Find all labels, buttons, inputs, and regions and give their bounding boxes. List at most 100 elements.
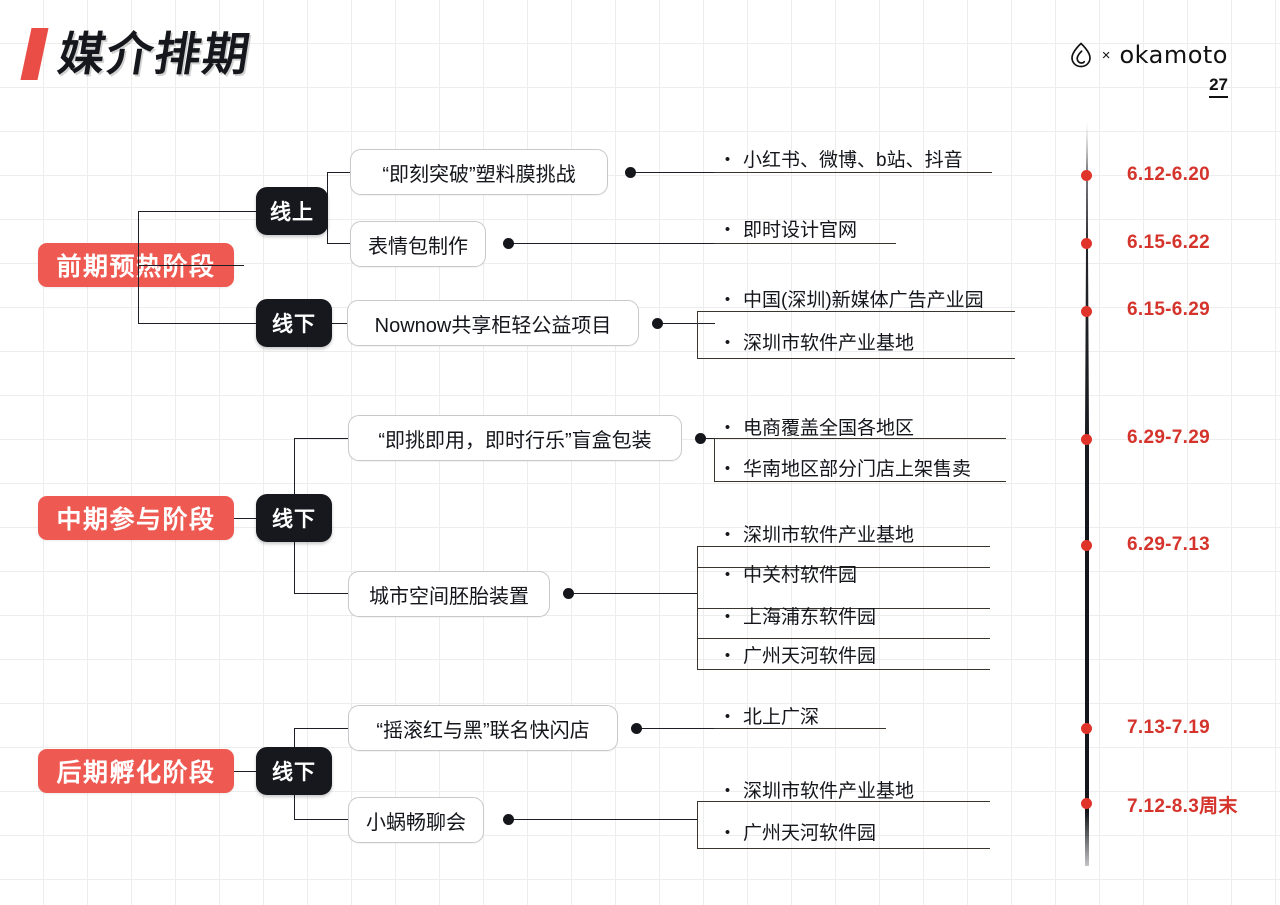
channel-badge-online-1[interactable]: 线上 (256, 187, 328, 235)
timeline-axis (1085, 122, 1089, 866)
detail-bracket-spine-3-2 (697, 801, 698, 849)
detail-dot-3-2 (503, 814, 514, 825)
bullet-glyph: ・ (718, 823, 738, 844)
stage-pill-2[interactable]: 中期参与阶段 (38, 496, 234, 540)
page-number: 27 (1209, 75, 1228, 98)
detail-text-2-2-3: ・上海浦东软件园 (718, 607, 877, 628)
detail-text-2-2-4: ・广州天河软件园 (718, 646, 877, 667)
detail-text-3-2-2: ・广州天河软件园 (718, 823, 877, 844)
item-box-2-2[interactable]: 城市空间胚胎装置 (348, 571, 550, 617)
connector-stage1-trunk (234, 265, 244, 266)
brand-name: okamoto (1119, 41, 1228, 69)
detail-text-3-2-1: ・深圳市软件产业基地 (718, 781, 915, 802)
bullet-glyph: ・ (718, 150, 738, 171)
timeline-date-2: 6.15-6.22 (1127, 232, 1210, 253)
connector-stage2-trunk (234, 518, 256, 519)
timeline-date-1: 6.12-6.20 (1127, 164, 1210, 185)
detail-dot-1-3 (652, 318, 663, 329)
page-title: 媒介排期 (54, 28, 256, 80)
brand-separator: × (1101, 46, 1111, 64)
detail-bracket-row-1-3-b (697, 358, 1015, 359)
detail-bracket-row-2-2-c (697, 608, 990, 609)
stage-pill-3[interactable]: 后期孵化阶段 (38, 749, 234, 793)
timeline-date-4: 6.29-7.29 (1127, 427, 1210, 448)
bullet-glyph: ・ (718, 781, 738, 802)
brand-lockup: × okamoto (1069, 41, 1228, 69)
detail-leader-3-2 (513, 819, 698, 820)
detail-bracket-1-2 (714, 243, 896, 244)
item-box-1-2[interactable]: 表情包制作 (350, 221, 486, 267)
item-box-1-3[interactable]: Nownow共享柜轻公益项目 (347, 300, 639, 346)
detail-leader-1-1 (635, 172, 715, 173)
detail-bracket-spine-2-1 (714, 438, 715, 481)
connector-offline3-item1 (294, 728, 352, 729)
timeline-dot-1 (1081, 170, 1092, 181)
connector-online1-item2 (327, 243, 353, 244)
title-accent-bar (20, 28, 49, 80)
connector-stage1-to-online (138, 211, 256, 212)
item-box-2-1[interactable]: “即挑即用，即时行乐”盲盒包装 (348, 415, 682, 461)
connector-offline3-item2 (294, 819, 352, 820)
detail-bracket-row-3-2-a (697, 801, 990, 802)
detail-text-1-1-1: ・小红书、微博、b站、抖音 (718, 150, 963, 171)
bullet-glyph: ・ (718, 707, 738, 728)
detail-text-2-1-1: ・电商覆盖全国各地区 (718, 418, 915, 439)
detail-text-2-2-1: ・深圳市软件产业基地 (718, 525, 915, 546)
detail-leader-1-3 (662, 323, 715, 324)
connector-stage1-stem (138, 265, 238, 266)
channel-badge-offline-2[interactable]: 线下 (256, 494, 332, 542)
bullet-glyph: ・ (718, 333, 738, 354)
item-box-1-1[interactable]: “即刻突破”塑料膜挑战 (350, 149, 608, 195)
bullet-glyph: ・ (718, 220, 738, 241)
detail-text-3-1-1: ・北上广深 (718, 707, 820, 728)
bullet-glyph: ・ (718, 459, 738, 480)
detail-text-2-2-2: ・中关村软件园 (718, 565, 858, 586)
detail-bracket-spine-1-3 (697, 311, 698, 359)
detail-dot-2-1 (695, 433, 706, 444)
flame-drop-icon (1069, 42, 1093, 68)
detail-bracket-row-2-2-a (697, 546, 990, 547)
timeline-dot-3 (1081, 306, 1092, 317)
bullet-glyph: ・ (718, 290, 738, 311)
connector-online1-item1 (327, 172, 353, 173)
page-title-group: 媒介排期 (20, 28, 256, 80)
detail-leader-1-2 (513, 243, 715, 244)
detail-text-1-3-1: ・中国(深圳)新媒体广告产业园 (718, 290, 984, 311)
channel-badge-offline-1[interactable]: 线下 (256, 299, 332, 347)
detail-dot-1-2 (503, 238, 514, 249)
detail-bracket-row-1-3-a (697, 311, 1015, 312)
channel-badge-offline-3[interactable]: 线下 (256, 747, 332, 795)
timeline-dot-2 (1081, 238, 1092, 249)
detail-dot-1-1 (625, 167, 636, 178)
bullet-glyph: ・ (718, 418, 738, 439)
bullet-glyph: ・ (718, 607, 738, 628)
timeline-dot-4 (1081, 434, 1092, 445)
connector-stage1-to-offline (138, 323, 256, 324)
connector-stage3-trunk (234, 771, 256, 772)
item-box-3-2[interactable]: 小蜗畅聊会 (348, 797, 484, 843)
detail-bracket-spine-2-2 (697, 546, 698, 669)
timeline-dot-5 (1081, 540, 1092, 551)
connector-stage1-spine (138, 211, 139, 324)
detail-leader-2-1 (705, 438, 717, 439)
bullet-glyph: ・ (718, 525, 738, 546)
detail-bracket-row-2-1-a (714, 438, 1006, 439)
detail-leader-3-1 (641, 728, 715, 729)
bullet-glyph: ・ (718, 646, 738, 667)
detail-text-2-1-2: ・华南地区部分门店上架售卖 (718, 459, 972, 480)
detail-dot-2-2 (563, 588, 574, 599)
detail-leader-2-2 (573, 593, 698, 594)
timeline-date-5: 6.29-7.13 (1127, 534, 1210, 555)
detail-bracket-row-3-2-b (697, 848, 990, 849)
connector-offline1-item1 (330, 323, 352, 324)
detail-text-1-2-1: ・即时设计官网 (718, 220, 858, 241)
detail-bracket-row-2-2-e (697, 669, 990, 670)
timeline-date-7: 7.12-8.3周末 (1127, 796, 1238, 817)
item-box-3-1[interactable]: “摇滚红与黑”联名快闪店 (348, 705, 618, 751)
detail-bracket-row-2-2-b (697, 567, 990, 568)
timeline-dot-6 (1081, 723, 1092, 734)
detail-bracket-3-1 (714, 728, 886, 729)
bullet-glyph: ・ (718, 565, 738, 586)
timeline-dot-7 (1081, 798, 1092, 809)
